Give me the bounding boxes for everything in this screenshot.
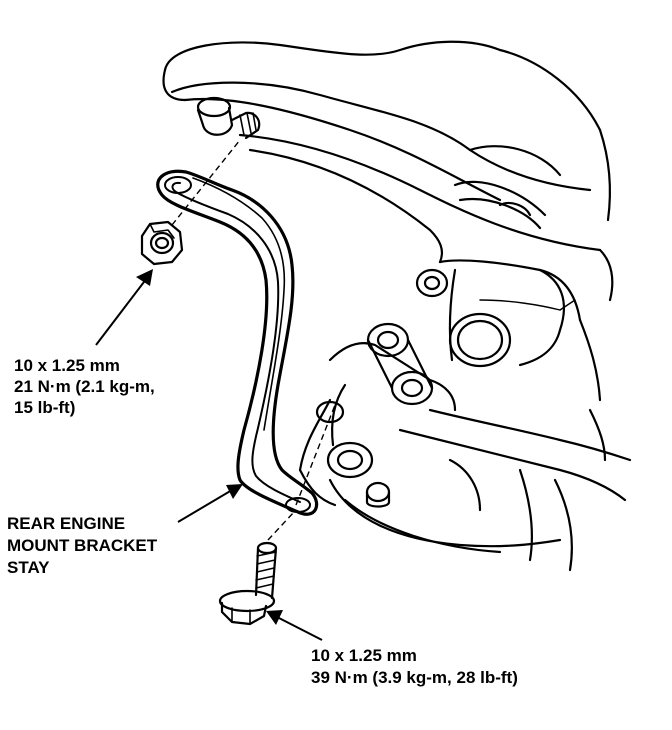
lower-flange-bolt (218, 541, 278, 626)
lower-centerline (295, 404, 336, 506)
engine-housing (162, 40, 632, 572)
bracket-stay-label-line-1: REAR ENGINE (7, 514, 126, 533)
lower-bolt-torque: 39 N·m (3.9 kg-m, 28 lb-ft) (311, 668, 518, 687)
upper-nut-size: 10 x 1.25 mm (14, 356, 120, 375)
bracket-stay-label-line-3: STAY (7, 558, 50, 577)
upper-nut-torque-line-1: 21 N·m (2.1 kg-m, (14, 377, 155, 396)
upper-stud (196, 96, 261, 140)
bolt-centerline (267, 511, 295, 541)
bracket-stay-label: REAR ENGINE MOUNT BRACKET STAY (7, 513, 157, 579)
upper-nut (140, 220, 184, 266)
bracket-stay-label-line-2: MOUNT BRACKET (7, 536, 158, 555)
upper-nut-torque-callout: 10 x 1.25 mm 21 N·m (2.1 kg-m, 15 lb-ft) (14, 355, 155, 418)
bracket-stay (156, 169, 319, 516)
lower-bolt-torque-callout: 10 x 1.25 mm 39 N·m (3.9 kg-m, 28 lb-ft) (311, 645, 518, 689)
callout-arrows (95, 269, 323, 641)
lower-bolt-size: 10 x 1.25 mm (311, 646, 417, 665)
upper-nut-torque-line-2: 15 lb-ft) (14, 398, 76, 417)
